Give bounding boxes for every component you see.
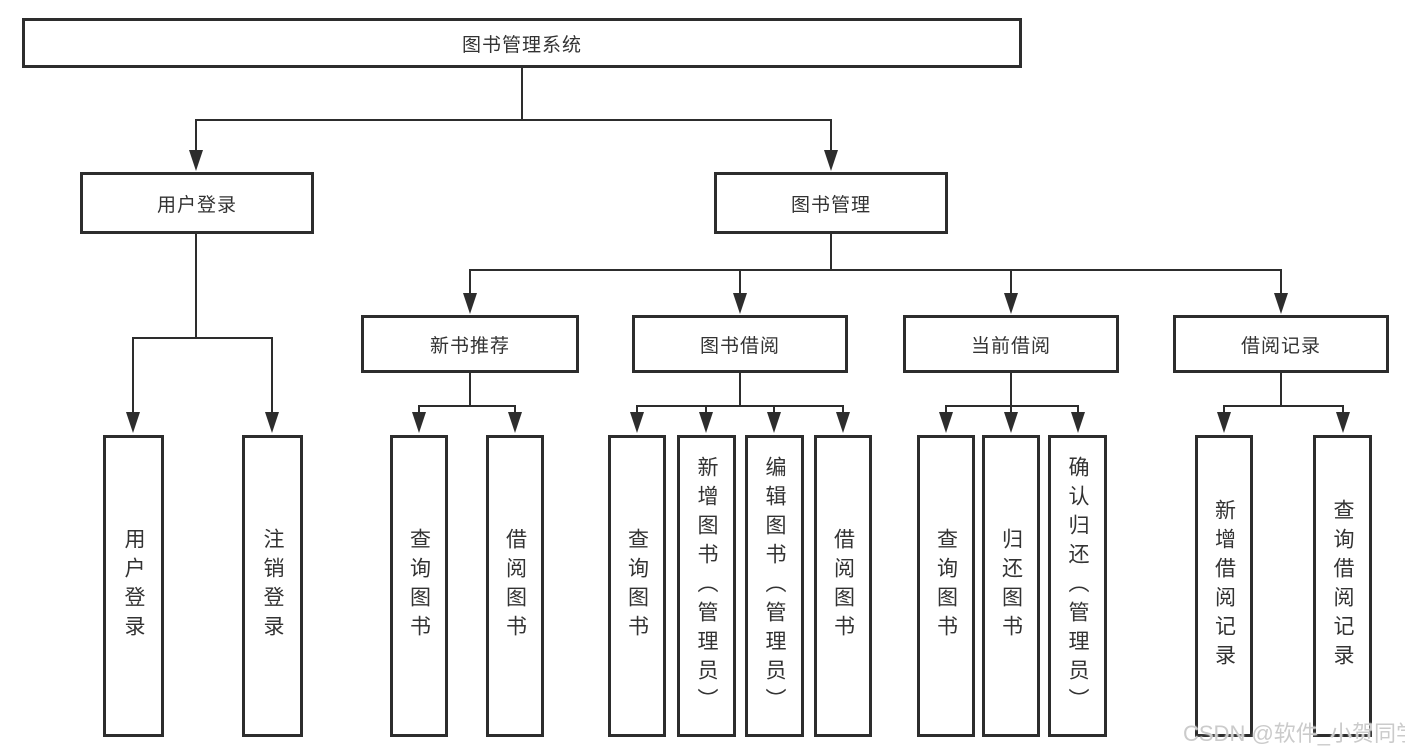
- leaf-add-books-admin: 新增图书（管理员）: [677, 435, 736, 737]
- leaf-query-books-recommend: 查询图书: [390, 435, 448, 737]
- leaf-label: 查询图书: [934, 528, 958, 644]
- leaf-query-books-borrowing: 查询图书: [608, 435, 666, 737]
- arrow-down-icon: [189, 150, 203, 171]
- node-label: 新书推荐: [429, 335, 510, 357]
- node-library-management-system: 图书管理系统: [22, 18, 1022, 68]
- node-label: 图书管理: [790, 194, 871, 216]
- arrow-down-icon: [699, 412, 713, 433]
- leaf-confirm-return-admin: 确认归还（管理员）: [1048, 435, 1107, 737]
- node-label: 用户登录: [156, 194, 237, 216]
- node-user-login: 用户登录: [80, 172, 314, 234]
- leaf-borrow-books-recommend: 借阅图书: [486, 435, 544, 737]
- node-new-book-recommend: 新书推荐: [361, 315, 579, 373]
- leaf-label: 查询借阅记录: [1331, 499, 1354, 673]
- leaf-label: 新增借阅记录: [1212, 499, 1236, 673]
- arrow-down-icon: [463, 293, 477, 314]
- node-label: 图书管理系统: [461, 34, 582, 56]
- node-book-borrowing: 图书借阅: [632, 315, 848, 373]
- node-label: 图书借阅: [699, 335, 780, 357]
- arrow-down-icon: [824, 150, 838, 171]
- arrow-down-icon: [508, 412, 522, 433]
- node-label: 当前借阅: [970, 335, 1051, 357]
- arrow-down-icon: [1336, 412, 1350, 433]
- leaf-query-borrow-record: 查询借阅记录: [1313, 435, 1372, 737]
- node-borrowing-records: 借阅记录: [1173, 315, 1389, 373]
- leaf-label: 新增图书（管理员）: [695, 455, 718, 717]
- arrow-down-icon: [1004, 293, 1018, 314]
- leaf-query-books-current: 查询图书: [917, 435, 975, 737]
- arrow-down-icon: [733, 293, 747, 314]
- leaf-label: 查询图书: [407, 528, 431, 644]
- leaf-add-borrow-record: 新增借阅记录: [1195, 435, 1253, 737]
- arrow-down-icon: [1004, 412, 1018, 433]
- csdn-watermark: CSDN @软件_小贺同学: [1183, 721, 1405, 746]
- arrow-down-icon: [126, 412, 140, 433]
- arrow-down-icon: [1071, 412, 1085, 433]
- leaf-label: 归还图书: [999, 528, 1023, 644]
- leaf-label: 注销登录: [261, 528, 284, 644]
- arrow-down-icon: [412, 412, 426, 433]
- arrow-down-icon: [265, 412, 279, 433]
- leaf-label: 借阅图书: [503, 528, 527, 644]
- leaf-label: 查询图书: [625, 528, 649, 644]
- leaf-label: 用户登录: [122, 528, 145, 644]
- arrow-down-icon: [939, 412, 953, 433]
- arrow-down-icon: [836, 412, 850, 433]
- leaf-borrow-books: 借阅图书: [814, 435, 872, 737]
- node-current-borrowing: 当前借阅: [903, 315, 1119, 373]
- leaf-label: 确认归还（管理员）: [1066, 455, 1089, 717]
- arrow-down-icon: [630, 412, 644, 433]
- node-book-management: 图书管理: [714, 172, 948, 234]
- leaf-user-login: 用户登录: [103, 435, 164, 737]
- leaf-edit-books-admin: 编辑图书（管理员）: [745, 435, 804, 737]
- leaf-label: 编辑图书（管理员）: [763, 455, 786, 717]
- leaf-return-books: 归还图书: [982, 435, 1040, 737]
- node-label: 借阅记录: [1240, 335, 1321, 357]
- leaf-logout: 注销登录: [242, 435, 303, 737]
- arrow-down-icon: [1217, 412, 1231, 433]
- arrow-down-icon: [1274, 293, 1288, 314]
- leaf-label: 借阅图书: [831, 528, 855, 644]
- arrow-down-icon: [767, 412, 781, 433]
